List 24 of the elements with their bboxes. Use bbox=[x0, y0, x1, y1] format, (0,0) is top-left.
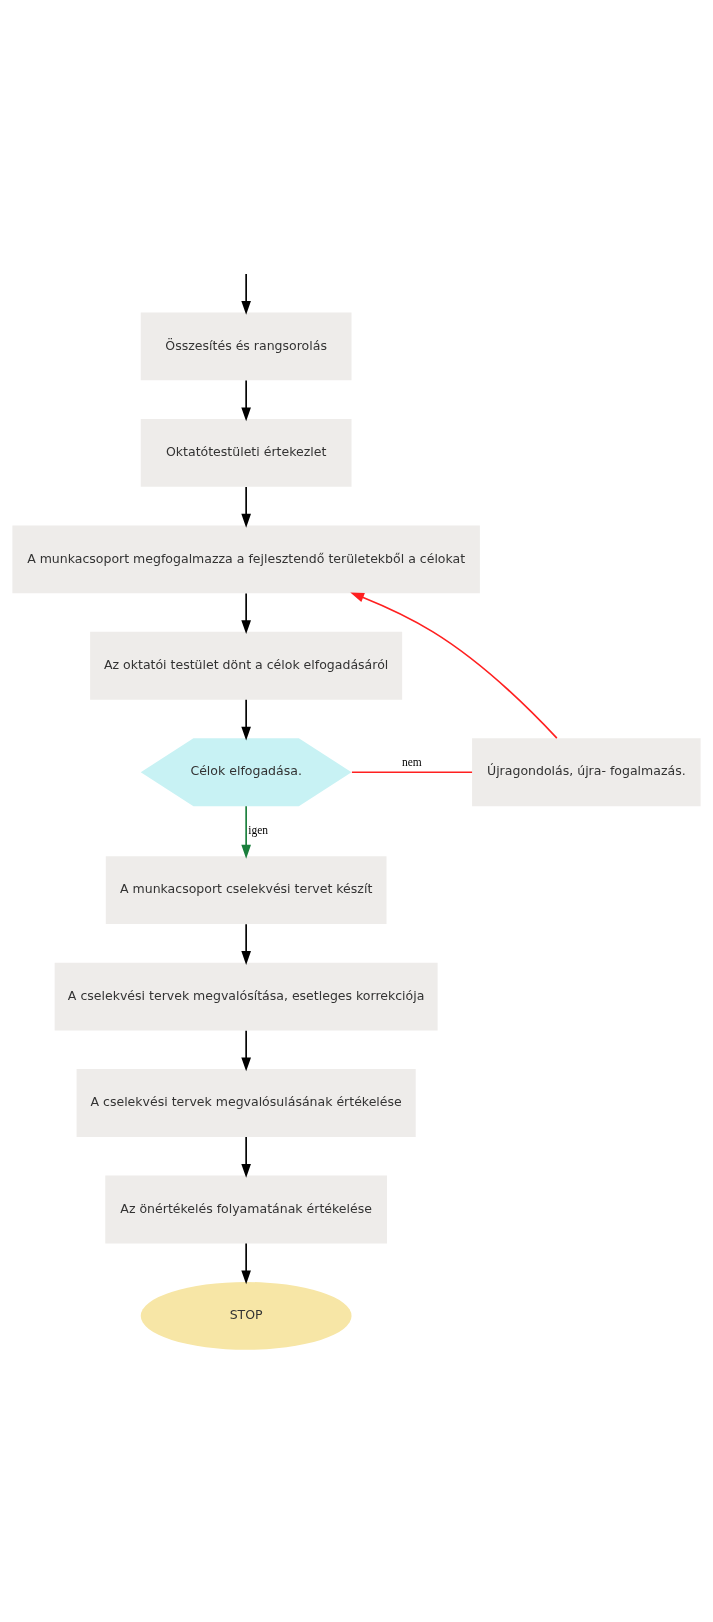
arrow bbox=[241, 1242, 251, 1284]
node-box: Oktatótestületi értekezlet bbox=[140, 418, 352, 487]
arrow bbox=[241, 592, 251, 634]
node-box: Az önértékelés folyamatának értékelése bbox=[105, 1175, 387, 1243]
edge-label: igen bbox=[248, 823, 269, 836]
arrow bbox=[241, 804, 251, 859]
node-ellipse: STOP bbox=[140, 1281, 352, 1350]
arrow bbox=[241, 922, 251, 965]
node-box: Összesítés és rangsorolás bbox=[140, 312, 352, 380]
node-box: A munkacsoport cselekvési tervet készít bbox=[105, 855, 387, 924]
node-box: Az oktatói testület dönt a célok elfogadásáról bbox=[90, 631, 403, 700]
node-box: A cselekvési tervek megvalósítása, esetleges korrekciója bbox=[54, 962, 438, 1030]
arrow bbox=[241, 379, 251, 421]
arrow bbox=[241, 1029, 251, 1071]
node-box: A munkacsoport megfogalmazza a fejlesztendő területekből a célokat bbox=[12, 524, 480, 593]
arrow bbox=[241, 1135, 251, 1178]
node-box: A cselekvési tervek megvalósulásának értékelése bbox=[76, 1068, 416, 1137]
arrow bbox=[350, 591, 558, 739]
edge-label: nem bbox=[401, 755, 422, 768]
arrow bbox=[241, 698, 251, 741]
connector bbox=[351, 770, 473, 773]
node-box: Újragondolás, újra- fogalmazás. bbox=[472, 737, 701, 806]
arrow bbox=[241, 272, 251, 315]
arrow bbox=[241, 485, 251, 528]
